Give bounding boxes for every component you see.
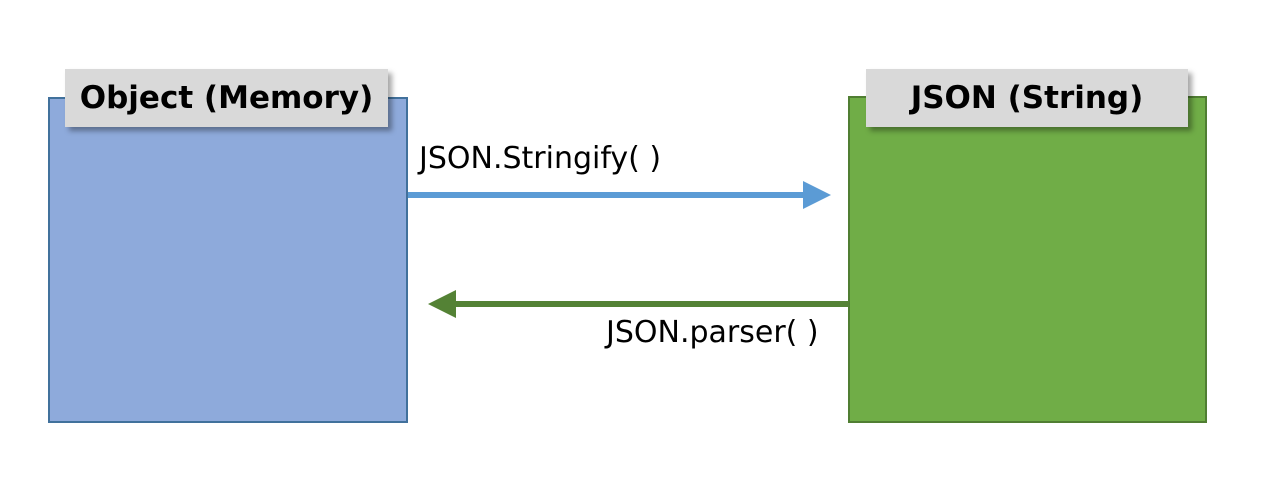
json-string-box — [848, 96, 1207, 423]
stringify-arrowhead — [803, 181, 831, 209]
stringify-arrow — [408, 181, 831, 209]
parser-arrow — [428, 290, 849, 318]
parser-arrowhead — [428, 290, 456, 318]
object-memory-box — [48, 97, 408, 423]
parser-label: JSON.parser( ) — [606, 315, 819, 350]
object-memory-label: Object (Memory) — [65, 69, 388, 127]
json-string-label: JSON (String) — [866, 69, 1188, 127]
stringify-label: JSON.Stringify( ) — [419, 141, 662, 176]
